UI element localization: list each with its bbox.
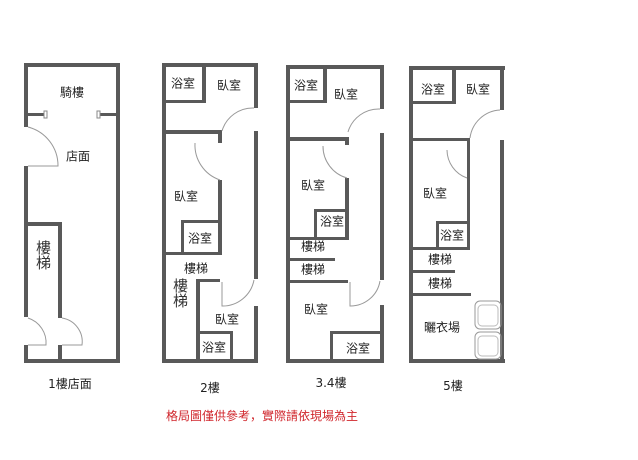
- floor-plan-5f: 浴室 臥室 臥室 浴室 樓梯 樓梯 曬衣場 5樓: [409, 66, 505, 393]
- floor-caption-5f: 5樓: [443, 378, 463, 393]
- room-label-bed-bottom: 臥室: [215, 312, 239, 327]
- room-label-bed-mid: 臥室: [174, 189, 198, 204]
- disclaimer-note: 格局圖僅供參考，實際請依現場為主: [166, 408, 358, 423]
- room-label-bed-bottom: 臥室: [304, 302, 328, 317]
- floor-plan-3-4f: 浴室 臥室 臥室 浴室 樓梯 樓梯 臥室 浴室 3.4樓: [286, 65, 384, 390]
- room-label-bath-top: 浴室: [294, 78, 318, 93]
- floor-plan-1f: 騎樓 店面 樓梯 1樓店面: [24, 63, 120, 391]
- room-label-laundry: 曬衣場: [424, 320, 460, 335]
- room-label-bed-top: 臥室: [466, 82, 490, 97]
- floor-caption-1f: 1樓店面: [48, 376, 92, 391]
- room-label-bed-top: 臥室: [217, 78, 241, 93]
- room-label-shop: 店面: [66, 150, 90, 164]
- room-label-stairs-1: 樓梯: [428, 252, 452, 267]
- room-label-stairs-2: 樓梯: [428, 276, 452, 291]
- floor-caption-2f: 2樓: [200, 380, 220, 395]
- room-label-bath-top: 浴室: [171, 76, 195, 91]
- room-label-stairs: 樓梯: [184, 261, 208, 276]
- floor-caption-3-4f: 3.4樓: [315, 375, 346, 390]
- room-label-bath-mid: 浴室: [320, 214, 344, 229]
- room-label-bath-bottom: 浴室: [202, 340, 226, 355]
- room-label-stairs-1: 樓梯: [301, 239, 325, 254]
- room-label-bed-mid: 臥室: [423, 186, 447, 201]
- room-label-arcade: 騎樓: [60, 85, 84, 100]
- room-label-bath-bottom: 浴室: [346, 341, 370, 356]
- sink-icon: [474, 300, 502, 360]
- room-label-stairs-2: 樓梯: [301, 262, 325, 277]
- room-label-bath-top: 浴室: [421, 82, 445, 97]
- room-label-stairs-vertical: 樓梯: [171, 278, 189, 308]
- room-label-bath-mid: 浴室: [188, 231, 212, 246]
- room-label-stairs: 樓梯: [34, 240, 52, 270]
- room-label-bed-top: 臥室: [334, 87, 358, 102]
- room-label-bed-mid: 臥室: [301, 178, 325, 193]
- room-label-bath-mid: 浴室: [440, 228, 464, 243]
- floor-plan-2f: 浴室 臥室 臥室 浴室 樓梯 樓梯 臥室 浴室 2樓: [162, 63, 258, 395]
